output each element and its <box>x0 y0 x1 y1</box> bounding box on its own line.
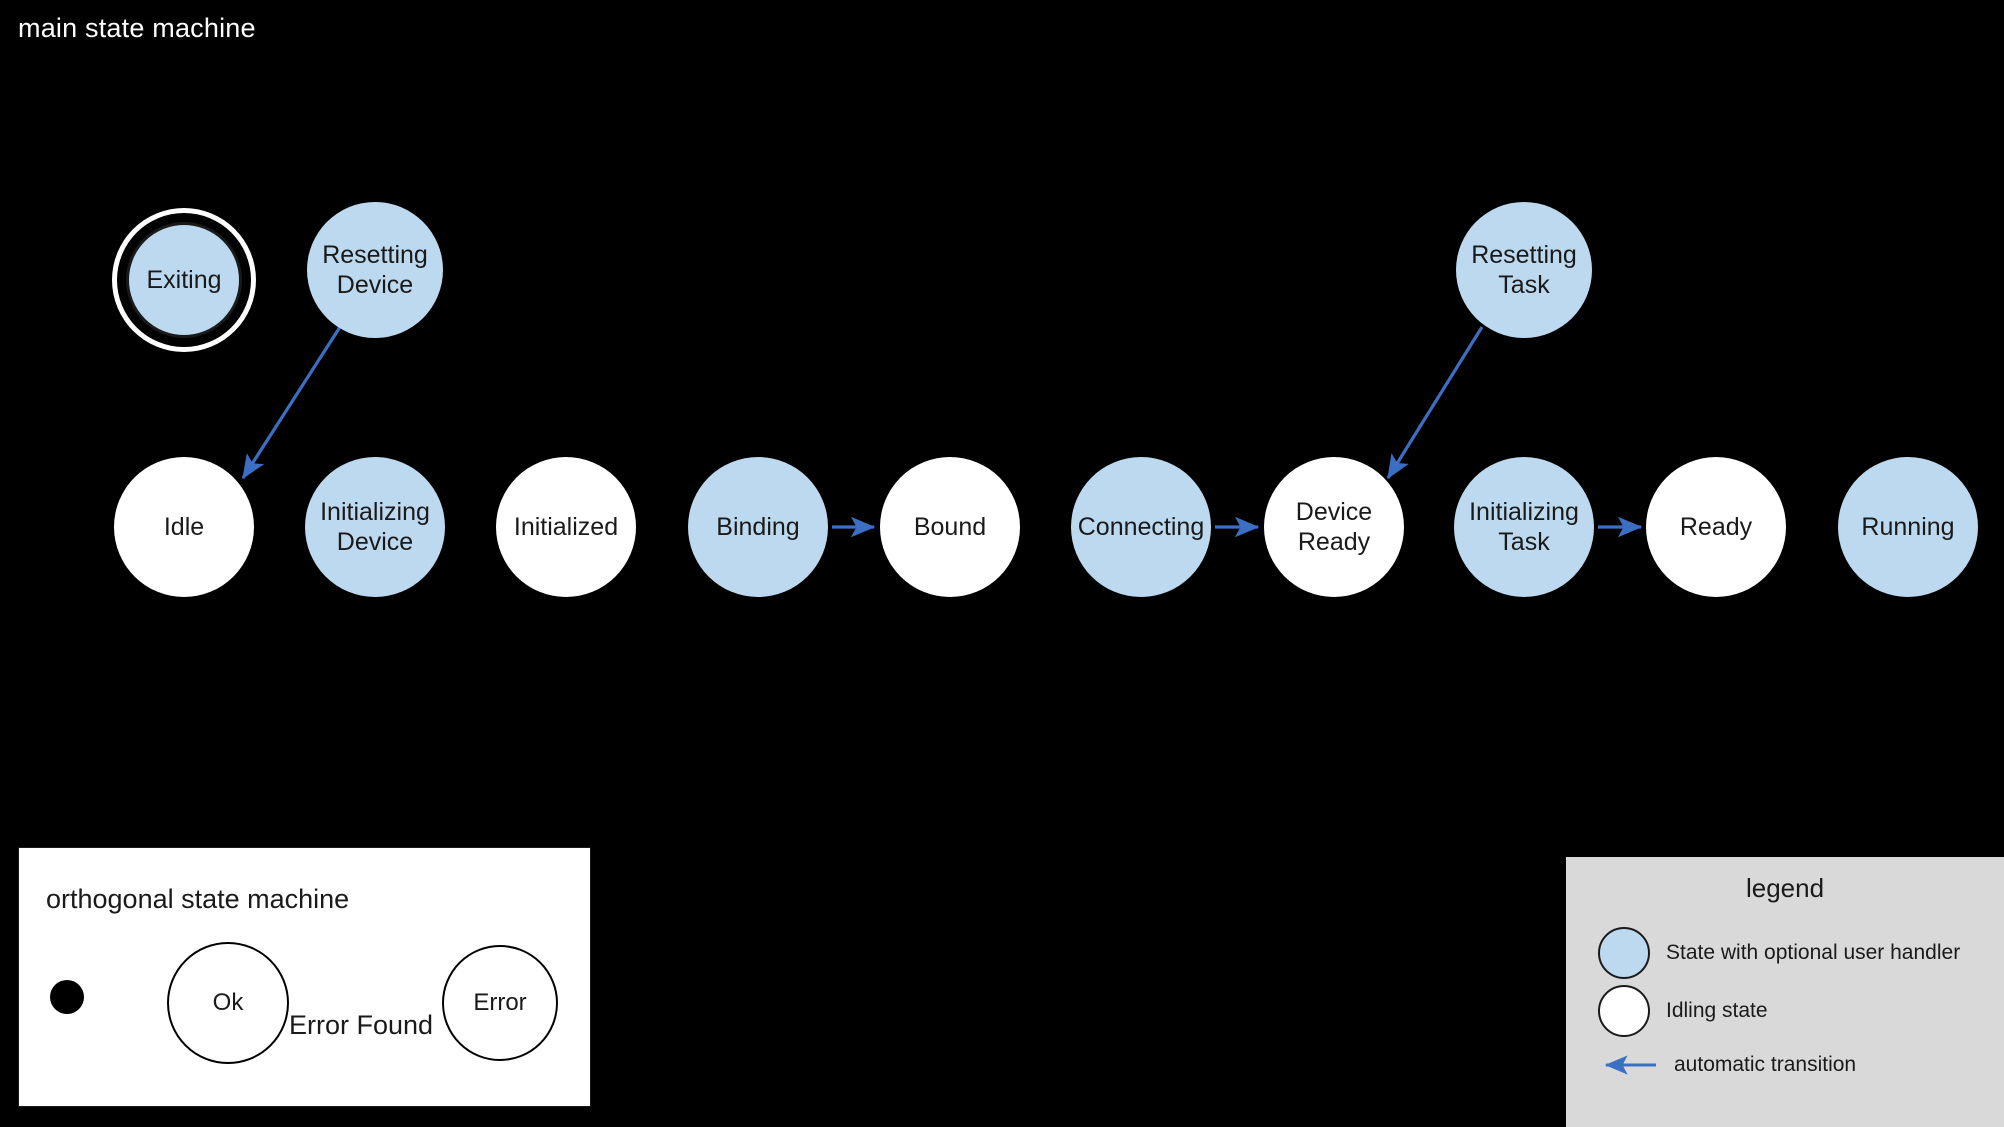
legend-item-automatic-transition: automatic transition <box>1598 1053 1856 1077</box>
initial-state-dot-icon <box>50 980 84 1014</box>
state-node-initialized[interactable]: Initialized <box>496 457 636 597</box>
state-label: Connecting <box>1077 512 1205 541</box>
state-node-exiting[interactable]: Exiting <box>126 222 242 338</box>
transition-label-error-found: Error Found <box>289 1010 434 1040</box>
state-label: Bound <box>913 512 987 541</box>
state-node-ready[interactable]: Ready <box>1646 457 1786 597</box>
page-title: main state machine <box>18 13 256 43</box>
state-label: Exiting <box>146 265 222 294</box>
state-label: Error <box>473 989 527 1016</box>
state-node-running[interactable]: Running <box>1838 457 1978 597</box>
orthogonal-state-node-ok[interactable]: Ok <box>167 942 289 1064</box>
state-label: Initialized <box>513 512 619 541</box>
legend-item-handler-state: State with optional user handler <box>1598 927 1960 979</box>
white-circle-icon <box>1598 985 1650 1037</box>
state-label: Running <box>1861 512 1955 541</box>
state-label: Idle <box>163 512 205 541</box>
legend-item-label: Idling state <box>1666 999 1768 1022</box>
legend-item-idling-state: Idling state <box>1598 985 1768 1037</box>
state-label: Binding <box>716 512 800 541</box>
state-label: Ready <box>1679 512 1753 541</box>
state-node-idle[interactable]: Idle <box>114 457 254 597</box>
left-arrow-icon <box>1598 1054 1658 1076</box>
state-node-binding[interactable]: Binding <box>688 457 828 597</box>
legend-item-label: State with optional user handler <box>1666 941 1961 964</box>
transition-resetting-device-to-idle <box>241 326 342 480</box>
legend-title: legend <box>1745 873 1825 903</box>
state-node-bound[interactable]: Bound <box>880 457 1020 597</box>
transition-resetting-task-to-device-ready <box>1386 326 1484 480</box>
state-node-connecting[interactable]: Connecting <box>1071 457 1211 597</box>
blue-circle-icon <box>1598 927 1650 979</box>
legend-panel: legend State with optional user handler … <box>1566 857 2004 1127</box>
legend-item-label: automatic transition <box>1674 1053 1857 1076</box>
orthogonal-state-node-error[interactable]: Error <box>442 945 558 1061</box>
orthogonal-panel-title: orthogonal state machine <box>46 884 350 914</box>
state-label: Ok <box>212 989 244 1016</box>
